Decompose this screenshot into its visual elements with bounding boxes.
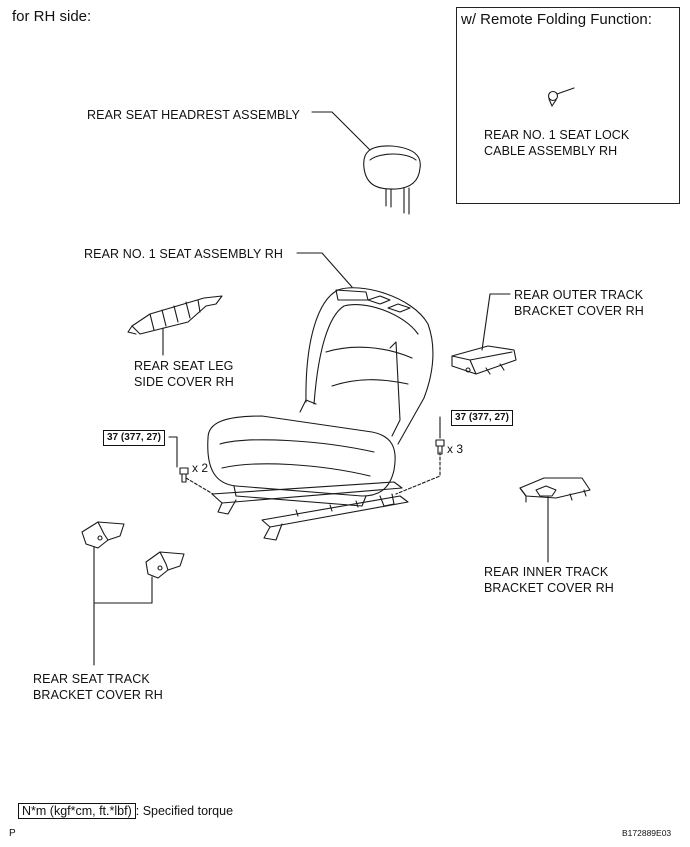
leg-cover-label-line1: REAR SEAT LEG [134,359,234,373]
figure-code: B172889E03 [622,828,672,838]
leg-cover-label-line2: SIDE COVER RH [134,375,234,389]
diagram-title: for RH side: [12,8,92,25]
headrest-icon [363,145,421,215]
headrest-label: REAR SEAT HEADREST ASSEMBLY [87,108,300,122]
outer-track-label-line1: REAR OUTER TRACK [514,288,644,302]
seat-leader [296,252,353,288]
seat-assembly-icon [207,287,434,507]
bolt-qty-right: x 3 [447,442,464,456]
torque-legend-text: : Specified torque [135,804,234,818]
bolt-qty-left: x 2 [192,461,209,475]
lock-cable-icon [547,87,575,107]
leg-side-cover-icon [127,295,223,335]
outer-track-leader [481,293,511,351]
torque-legend-box: N*m (kgf*cm, ft.*lbf) [18,803,136,819]
torque-legend: N*m (kgf*cm, ft.*lbf): Specified torque [18,803,234,819]
torque-left-leader [168,436,178,468]
seat-track-label-line2: BRACKET COVER RH [33,688,163,702]
inner-track-cover-icon [519,477,591,503]
outer-track-label-line2: BRACKET COVER RH [514,304,644,318]
seat-track-leader [93,546,153,666]
seat-assembly-label: REAR NO. 1 SEAT ASSEMBLY RH [84,247,284,261]
seat-track-cover-right-icon [145,551,185,579]
inner-track-label-line2: BRACKET COVER RH [484,581,614,595]
outer-track-cover-icon [451,345,517,375]
lock-cable-label-line2: CABLE ASSEMBLY RH [484,144,618,158]
bolt-line-right [395,451,441,495]
headrest-leader [311,111,371,151]
lock-cable-label-line1: REAR NO. 1 SEAT LOCK [484,128,630,142]
remote-folding-inset: w/ Remote Folding Function: [456,7,680,204]
seat-track-rails-icon [211,481,409,541]
bolt-line-left [185,477,214,495]
corner-mark: P [9,828,16,839]
inner-track-label-line1: REAR INNER TRACK [484,565,609,579]
bolt-right-icon [435,439,445,455]
torque-spec-right: 37 (377, 27) [451,410,513,426]
seat-track-cover-left-icon [81,521,125,549]
inset-title: w/ Remote Folding Function: [461,11,652,28]
bolt-left-icon [179,467,189,483]
torque-spec-left: 37 (377, 27) [103,430,165,446]
seat-track-label-line1: REAR SEAT TRACK [33,672,150,686]
